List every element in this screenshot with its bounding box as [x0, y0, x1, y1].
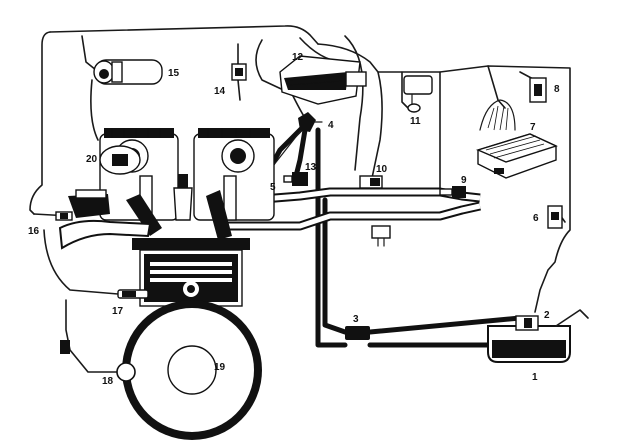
label-7: 7	[530, 122, 536, 133]
label-10: 10	[376, 164, 388, 175]
label-13: 13	[305, 162, 317, 173]
fuel-tank-1	[487, 309, 589, 363]
cylinder-piston	[132, 238, 250, 307]
label-15: 15	[168, 68, 180, 79]
air-flow-sensor-10	[359, 175, 391, 247]
label-3: 3	[353, 314, 359, 325]
sensor-8	[529, 77, 547, 103]
label-20: 20	[86, 154, 98, 165]
label-8: 8	[554, 84, 560, 95]
intake-manifold	[58, 189, 152, 250]
sensor-17	[117, 289, 149, 299]
label-16: 16	[28, 226, 40, 237]
label-2: 2	[544, 310, 550, 321]
label-14: 14	[214, 86, 226, 97]
switch-14	[231, 63, 247, 81]
label-1: 1	[532, 372, 538, 383]
label-4: 4	[328, 120, 334, 131]
label-12: 12	[292, 52, 304, 63]
fuel-distributor-4	[298, 112, 323, 132]
crank-sensor-18	[60, 340, 136, 382]
distributor-20	[99, 145, 141, 175]
labels: 1 2 3 4 5 6 7 8 9 10 11 12 13 14 15 16 1…	[28, 52, 560, 387]
label-5: 5	[270, 182, 276, 193]
label-19: 19	[214, 362, 226, 373]
fuel-filter-3	[345, 326, 370, 340]
thermo-time-switch-6	[547, 205, 563, 229]
relay-box-12	[279, 55, 367, 105]
sensor-11	[403, 75, 433, 113]
sensor-9	[439, 186, 466, 198]
label-9: 9	[461, 175, 467, 186]
label-17: 17	[112, 306, 124, 317]
coil-15	[93, 59, 163, 85]
label-11: 11	[410, 116, 421, 127]
flywheel-19	[122, 300, 262, 440]
label-6: 6	[533, 213, 539, 224]
label-18: 18	[102, 376, 114, 387]
sensor-16	[55, 211, 73, 221]
pressure-regulator-13	[283, 172, 308, 186]
control-unit-7	[475, 99, 558, 179]
